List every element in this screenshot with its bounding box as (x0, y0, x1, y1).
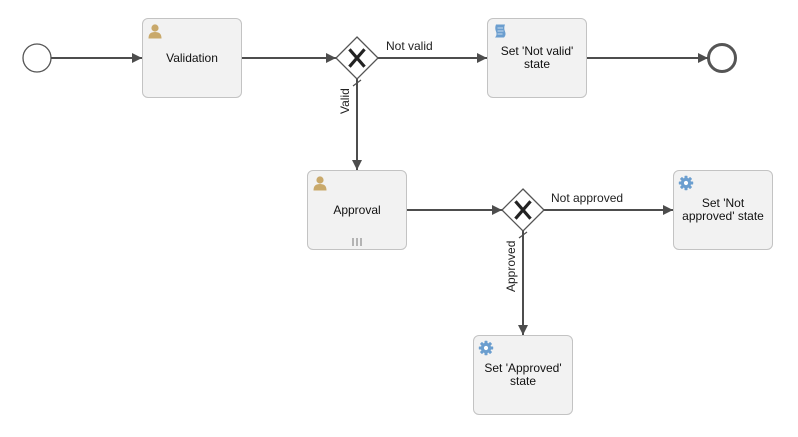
gear-icon (678, 175, 694, 191)
task-label: Validation (166, 50, 218, 65)
end-event[interactable] (707, 43, 737, 73)
user-icon (148, 24, 162, 39)
task-label: Approval (333, 202, 381, 217)
task-label: Set 'Not approved' state (682, 196, 764, 223)
task-label: Set 'Approved' state (484, 361, 562, 388)
gear-icon (478, 340, 494, 356)
flow-label-not-valid: Not valid (386, 39, 433, 53)
task-validation[interactable]: Validation (142, 18, 242, 98)
flow-label-valid: Valid (338, 88, 352, 114)
default-flow-marker (518, 231, 528, 239)
start-event[interactable] (22, 43, 52, 73)
task-approval[interactable]: Approval (307, 170, 407, 250)
exclusive-gateway-validation[interactable] (335, 36, 379, 80)
task-label: Set 'Not valid' state (500, 44, 574, 71)
exclusive-gateway-approval[interactable] (501, 188, 545, 232)
task-set-not-valid-state[interactable]: Set 'Not valid' state (487, 18, 587, 98)
script-icon (495, 24, 506, 38)
user-icon (313, 176, 327, 191)
multi-instance-marker-icon (352, 238, 362, 246)
flow-label-approved: Approved (504, 240, 518, 292)
task-set-not-approved-state[interactable]: Set 'Not approved' state (673, 170, 773, 250)
task-set-approved-state[interactable]: Set 'Approved' state (473, 335, 573, 415)
default-flow-marker (352, 79, 362, 87)
flow-label-not-approved: Not approved (551, 191, 624, 205)
